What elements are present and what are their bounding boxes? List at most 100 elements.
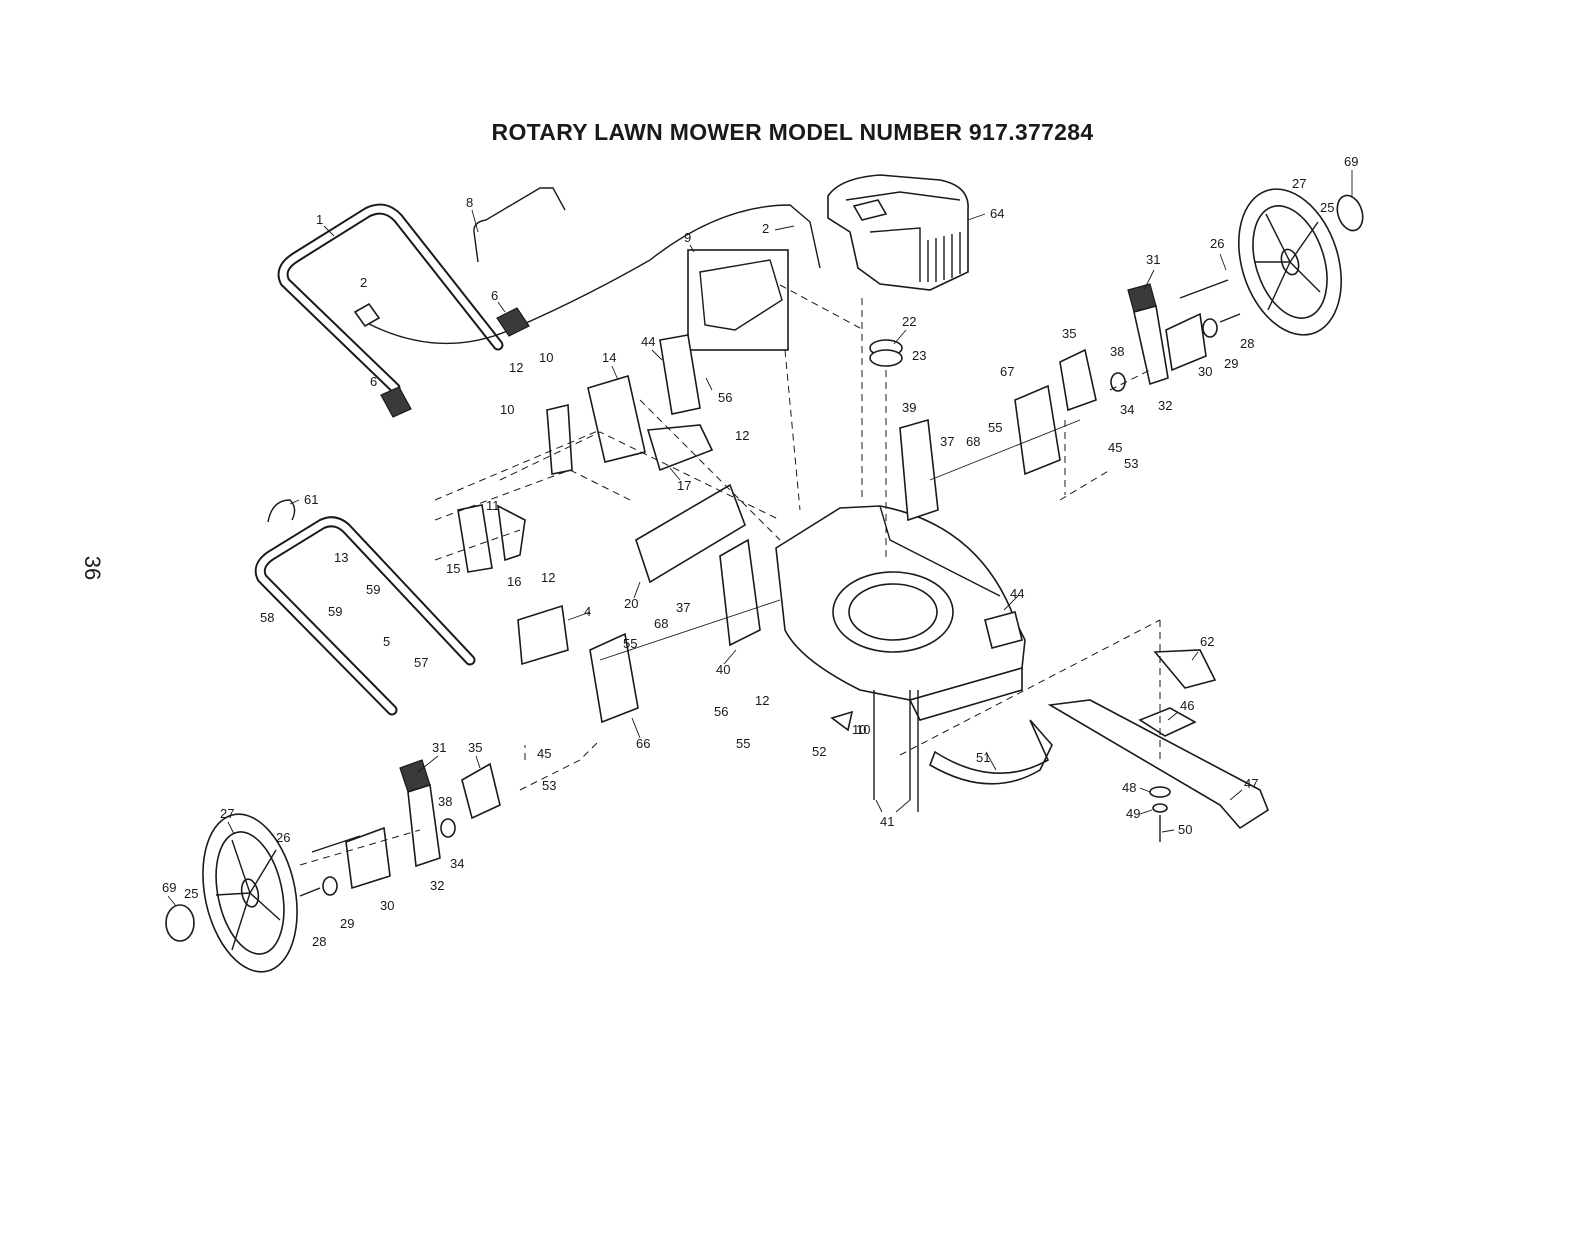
callout-11: 11: [486, 498, 500, 513]
callout-49: 49: [1126, 806, 1140, 821]
callout-69: 69: [162, 880, 176, 895]
bracket-30-left: [346, 828, 390, 888]
adjust-plate-39: [900, 420, 938, 520]
callout-35: 35: [1062, 326, 1076, 341]
callout-44: 44: [1010, 586, 1024, 601]
plug-boot-52: [832, 712, 852, 730]
rear-baffle: [518, 606, 568, 664]
shoulder-bolt-28-left: [300, 888, 320, 896]
callout-59: 59: [366, 582, 380, 597]
callout-41: 41: [880, 814, 894, 829]
callout-35: 35: [468, 740, 482, 755]
callout-1: 1: [316, 212, 323, 227]
callout-69: 69: [1344, 154, 1358, 169]
callout-5: 5: [383, 634, 390, 649]
washer-49: [1153, 804, 1167, 812]
drive-cover: [688, 250, 788, 350]
callout-27: 27: [220, 806, 234, 821]
adjust-plate-40: [720, 540, 760, 645]
callout-28: 28: [1240, 336, 1254, 351]
handle-knob-upper: [497, 308, 529, 336]
callout-12: 12: [735, 428, 749, 443]
axle-bracket-67: [1015, 386, 1060, 474]
hubcap-69-right: [1333, 192, 1367, 234]
callout-56: 56: [714, 704, 728, 719]
callout-6: 6: [370, 374, 377, 389]
callout-55: 55: [988, 420, 1002, 435]
callout-28: 28: [312, 934, 326, 949]
callout-37: 37: [940, 434, 954, 449]
wheel-cover-35-right: [1060, 350, 1096, 410]
front-left-wheel: [189, 805, 310, 980]
callout-12: 12: [541, 570, 555, 585]
callout-26: 26: [1210, 236, 1224, 251]
callout-16: 16: [507, 574, 521, 589]
callout-58: 58: [260, 610, 274, 625]
callout-22: 22: [902, 314, 916, 329]
callout-31: 31: [1146, 252, 1160, 267]
callout-38: 38: [438, 794, 452, 809]
blade-adapter-62: [1155, 650, 1215, 688]
callout-32: 32: [430, 878, 444, 893]
callout-68: 68: [654, 616, 668, 631]
callout-10: 10: [500, 402, 514, 417]
callout-68: 68: [966, 434, 980, 449]
callout-30: 30: [380, 898, 394, 913]
handle-knob-lower: [381, 387, 411, 417]
washer-29-right: [1203, 319, 1217, 337]
callout-25: 25: [1320, 200, 1334, 215]
callout-2: 2: [762, 221, 769, 236]
pivot-plate-15: [458, 505, 492, 572]
callout-17: 17: [677, 478, 691, 493]
callout-23: 23: [912, 348, 926, 363]
axle-bolt-26-right: [1180, 280, 1228, 298]
callout-53: 53: [1124, 456, 1138, 471]
lever-arm-31-right: [1134, 306, 1168, 384]
callout-55: 55: [736, 736, 750, 751]
callout-39: 39: [902, 400, 916, 415]
washer-29-left: [323, 877, 337, 895]
callout-13: 13: [334, 550, 348, 565]
callout-4: 4: [584, 604, 591, 619]
callout-2: 2: [360, 275, 367, 290]
callout-9: 9: [684, 230, 691, 245]
callout-57: 57: [414, 655, 428, 670]
upper-handle: [283, 209, 498, 388]
bracket-30-right: [1166, 314, 1206, 370]
callout-25: 25: [184, 886, 198, 901]
callout-6: 6: [491, 288, 498, 303]
callout-8: 8: [466, 195, 473, 210]
mounting-bracket-14: [588, 376, 645, 462]
callout-62: 62: [1200, 634, 1214, 649]
callout-46: 46: [1180, 698, 1194, 713]
callout-26: 26: [276, 830, 290, 845]
washer-34-left: [441, 819, 455, 837]
callout-14: 14: [602, 350, 616, 365]
cable-clip: [355, 304, 379, 326]
hubcap-69-left: [166, 905, 194, 941]
callout-55: 55: [623, 636, 637, 651]
lever-arm-31-left: [408, 785, 440, 866]
callout-64: 64: [990, 206, 1004, 221]
engine: [828, 175, 968, 290]
callout-30: 30: [1198, 364, 1212, 379]
callout-29: 29: [340, 916, 354, 931]
callout-44: 44: [641, 334, 655, 349]
chute-bracket-17: [648, 425, 712, 470]
callout-56: 56: [718, 390, 732, 405]
callout-29: 29: [1224, 356, 1238, 371]
callout-50: 50: [1178, 822, 1192, 837]
pivot-plate-16: [498, 506, 525, 560]
callout-48: 48: [1122, 780, 1136, 795]
callout-34: 34: [1120, 402, 1134, 417]
callout-38: 38: [1110, 344, 1124, 359]
callout-12: 12: [509, 360, 523, 375]
callout-34: 34: [450, 856, 464, 871]
callout-53: 53: [542, 778, 556, 793]
pulley-22-base: [870, 350, 902, 366]
callout-31: 31: [432, 740, 446, 755]
callout-27: 27: [1292, 176, 1306, 191]
callout-45: 45: [537, 746, 551, 761]
mower-deck: [776, 506, 1025, 720]
